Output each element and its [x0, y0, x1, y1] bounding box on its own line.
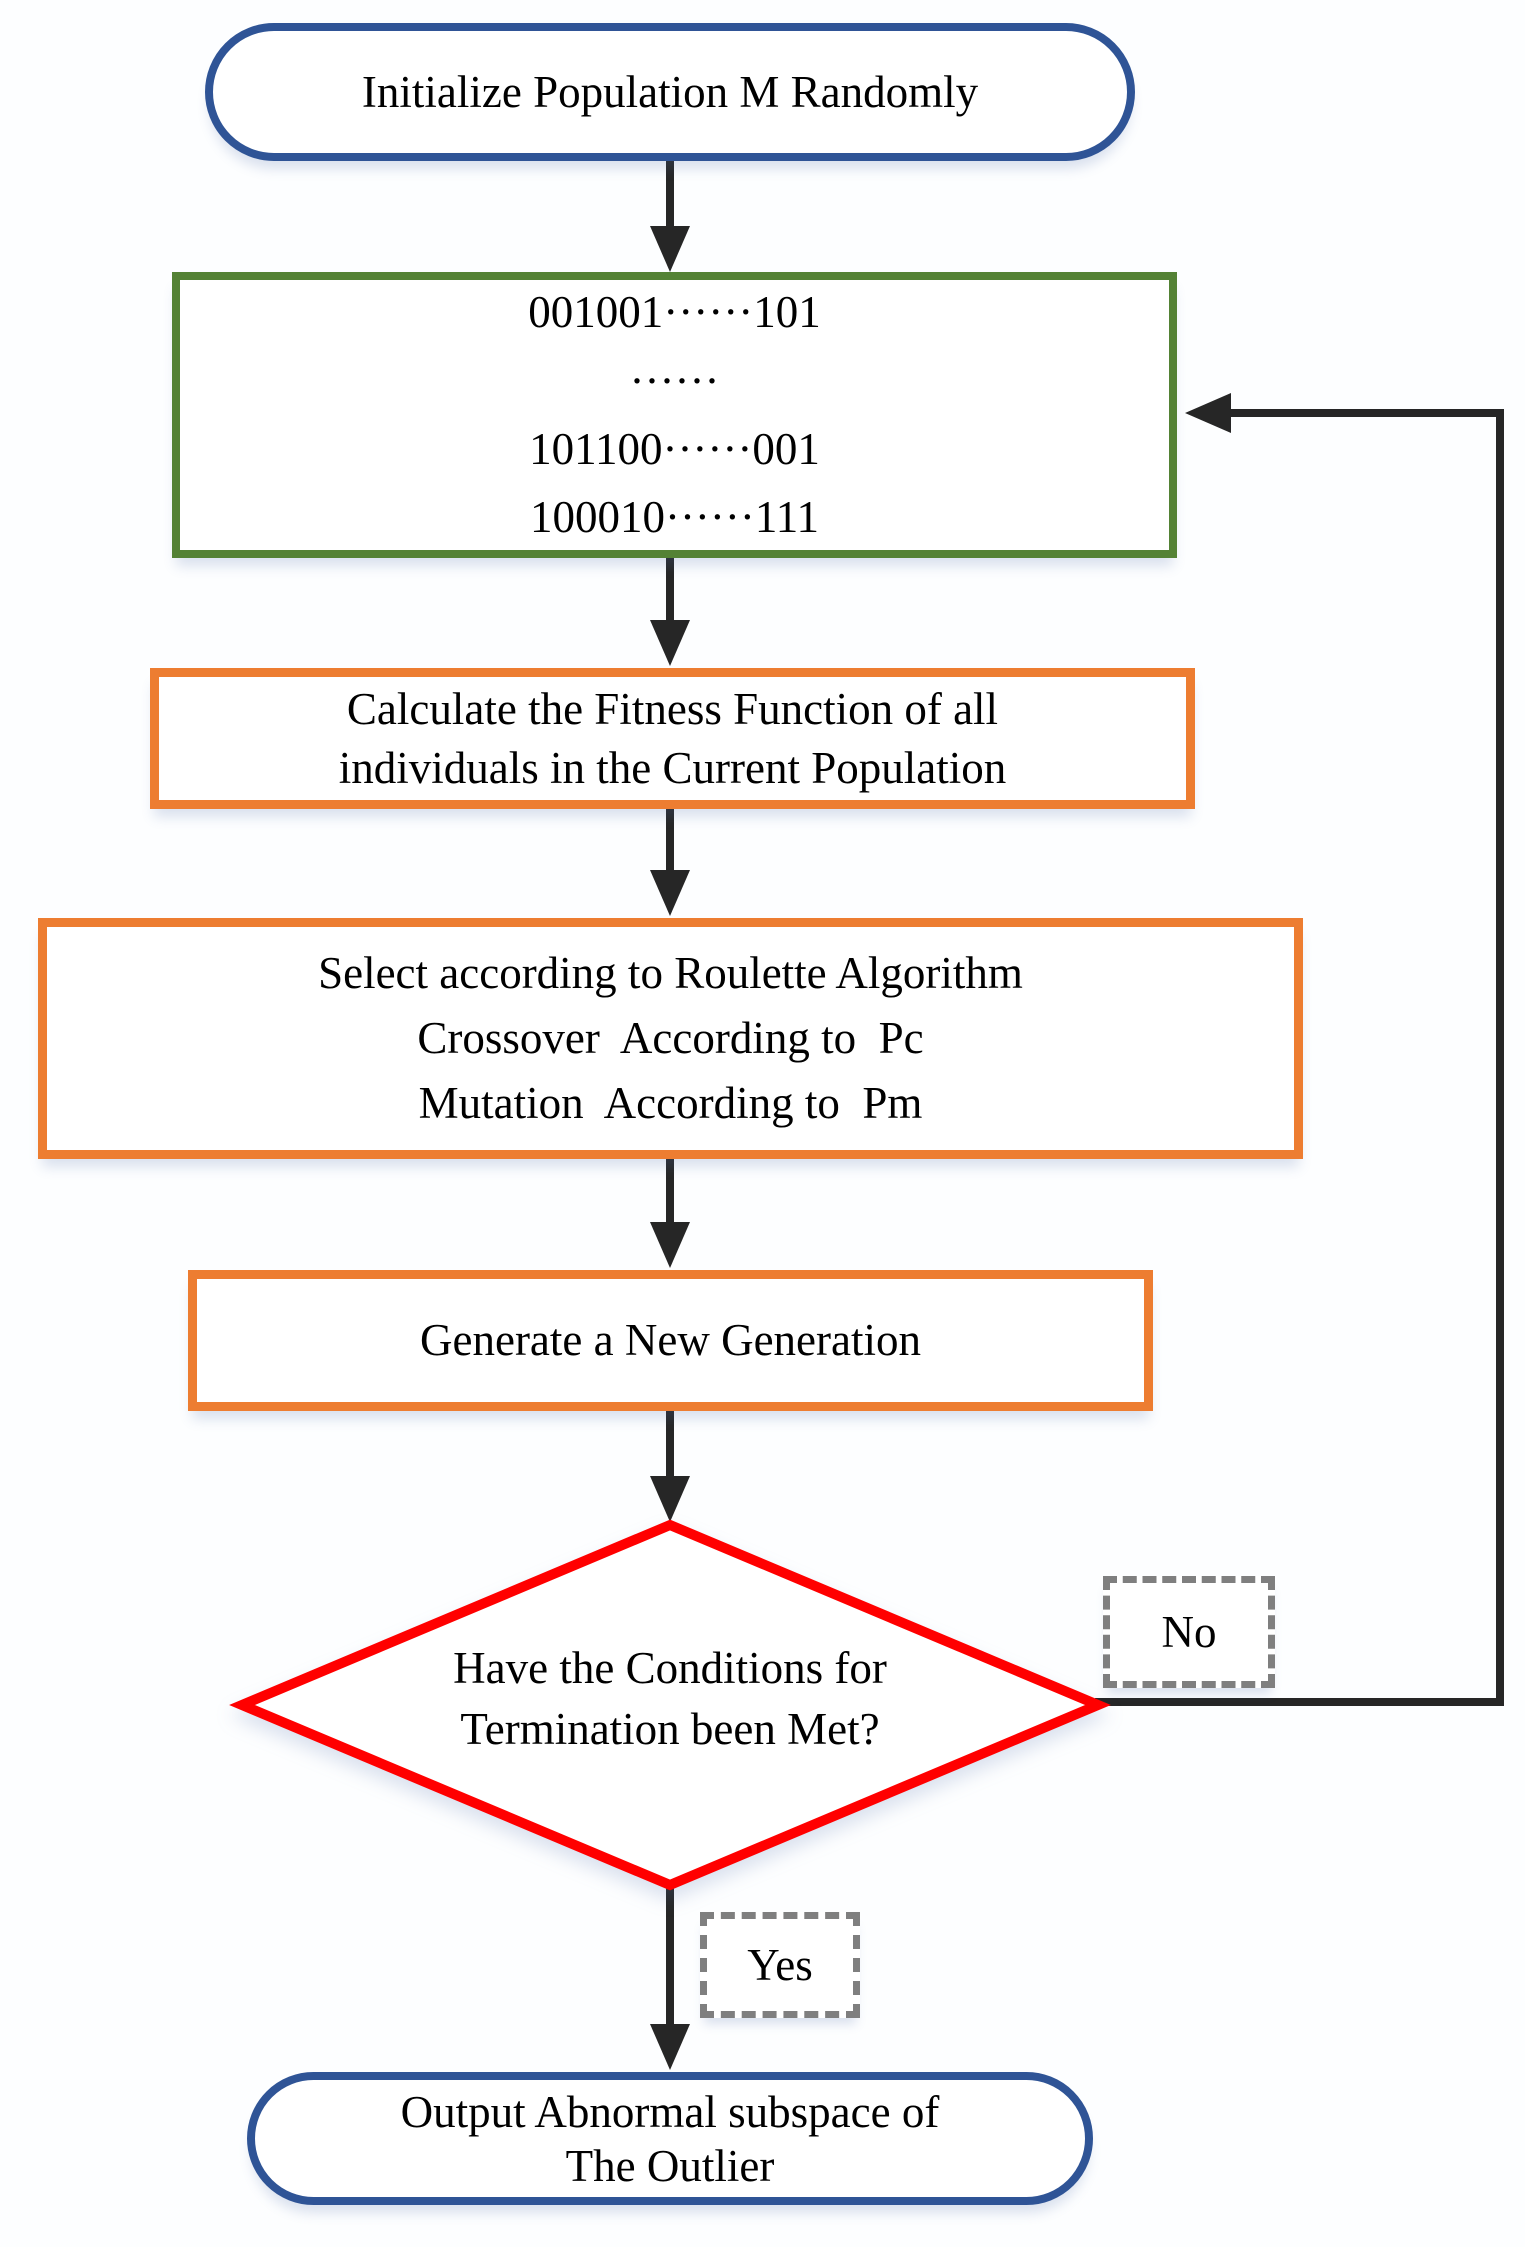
operators-line: Crossover According to Pc — [417, 1012, 924, 1063]
population-line: ······ — [629, 355, 720, 406]
fitness-line: individuals in the Current Population — [338, 742, 1007, 793]
decision-termination-label: Have the Conditions for Termination been… — [270, 1638, 1070, 1760]
node-population-matrix: 001001······101 ······ 101100······001 1… — [172, 272, 1177, 558]
no-label-box: No — [1103, 1576, 1275, 1688]
decision-diamond-shape — [229, 1519, 1111, 1891]
node-output-result: Output Abnormal subspace of The Outlier — [247, 2072, 1093, 2205]
feedback-no-line — [1095, 393, 1504, 1706]
yes-label: Yes — [747, 1940, 813, 1990]
node-calculate-fitness: Calculate the Fitness Function of all in… — [150, 668, 1195, 809]
node-generate-new-generation: Generate a New Generation — [188, 1270, 1153, 1411]
end-line: The Outlier — [565, 2140, 775, 2191]
operators-line: Select according to Roulette Algorithm — [318, 947, 1023, 998]
node-initialize-population: Initialize Population M Randomly — [205, 23, 1135, 161]
fitness-line: Calculate the Fitness Function of all — [346, 684, 999, 734]
operators-line: Mutation According to Pm — [418, 1078, 923, 1129]
end-line: Output Abnormal subspace of — [400, 2086, 940, 2137]
population-line: 101100······001 — [529, 424, 820, 474]
yes-label-box: Yes — [700, 1912, 860, 2018]
arrow-start-to-population — [650, 160, 690, 272]
arrow-fitness-to-operators — [650, 808, 690, 916]
population-line: 100010······111 — [529, 492, 820, 543]
no-label: No — [1161, 1607, 1217, 1657]
arrow-generation-to-decision — [650, 1410, 690, 1522]
decision-line: Have the Conditions for — [453, 1643, 887, 1693]
population-line: 001001······101 — [528, 287, 821, 338]
decision-line: Termination been Met? — [460, 1703, 880, 1754]
generation-label: Generate a New Generation — [420, 1315, 921, 1366]
arrow-operators-to-generation — [650, 1158, 690, 1268]
start-label: Initialize Population M Randomly — [361, 66, 979, 117]
arrow-population-to-fitness — [650, 557, 690, 666]
node-genetic-operators: Select according to Roulette Algorithm C… — [38, 918, 1303, 1159]
arrow-decision-to-output — [650, 1880, 690, 2070]
feedback-no-arrowhead — [1185, 393, 1231, 433]
